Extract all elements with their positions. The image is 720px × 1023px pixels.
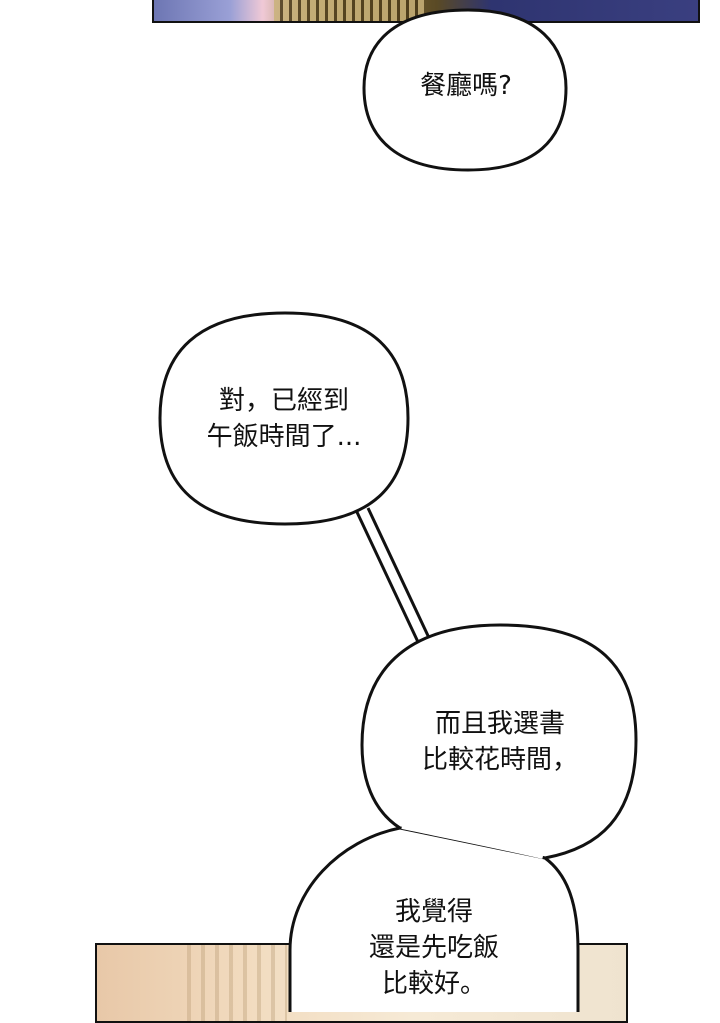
bubble-2-line-2: 午飯時間了... xyxy=(206,422,362,452)
bubble-4-text: 我覺得 還是先吃飯 比較好。 xyxy=(314,894,554,1002)
bubble-4-line-3: 比較好。 xyxy=(381,969,486,999)
speech-bubble-2 xyxy=(158,311,410,526)
bubble-1-line-1: 餐廳嗎? xyxy=(420,71,512,101)
bubble-3-line-1: 而且我選書 xyxy=(434,709,565,739)
hair-braids-art xyxy=(274,0,424,21)
bubble-2-line-1: 對，已經到 xyxy=(218,386,349,416)
bubble-2-text: 對，已經到 午飯時間了... xyxy=(164,383,404,455)
speech-bubble-2-tail xyxy=(354,507,432,643)
curtain-art xyxy=(187,945,287,1021)
speech-bubble-3 xyxy=(360,623,638,860)
speech-bubble-1 xyxy=(362,8,568,172)
speech-bubble-4 xyxy=(288,826,580,1012)
bubble-1-text: 餐廳嗎? xyxy=(368,68,564,104)
bubble-4-line-2: 還是先吃飯 xyxy=(368,933,499,963)
bubble-4-line-1: 我覺得 xyxy=(394,897,473,927)
bubble-3-text: 而且我選書 比較花時間， xyxy=(380,706,620,778)
bubble-3-line-2: 比較花時間， xyxy=(421,745,578,775)
